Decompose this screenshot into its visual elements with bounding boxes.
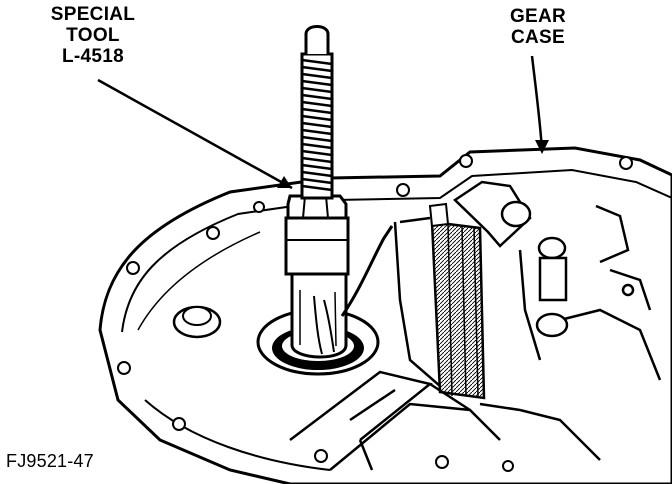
case-ribs [289,370,601,471]
callout-line: CASE [511,27,565,48]
shift-fork [428,180,532,400]
dowel-boss [172,305,222,339]
leader-arrows [97,55,549,190]
callout-line: GEAR [509,6,567,27]
gear-case-flange [98,146,672,484]
shift-linkage [535,204,652,338]
center-housing [393,216,662,387]
callout-line: L-4518 [61,46,124,67]
guide-wire [340,225,394,317]
flange-bolt-holes [117,154,633,472]
special-tool-l4518 [284,25,350,359]
callout-line: TOOL [66,25,120,46]
gear-case-inner-edge [121,168,672,333]
figure-id: FJ9521-47 [6,451,94,471]
special-tool-callout: SPECIAL TOOL L-4518 [28,4,158,67]
callout-line: SPECIAL [50,4,136,25]
gear-case-callout: GEAR CASE [488,6,588,48]
